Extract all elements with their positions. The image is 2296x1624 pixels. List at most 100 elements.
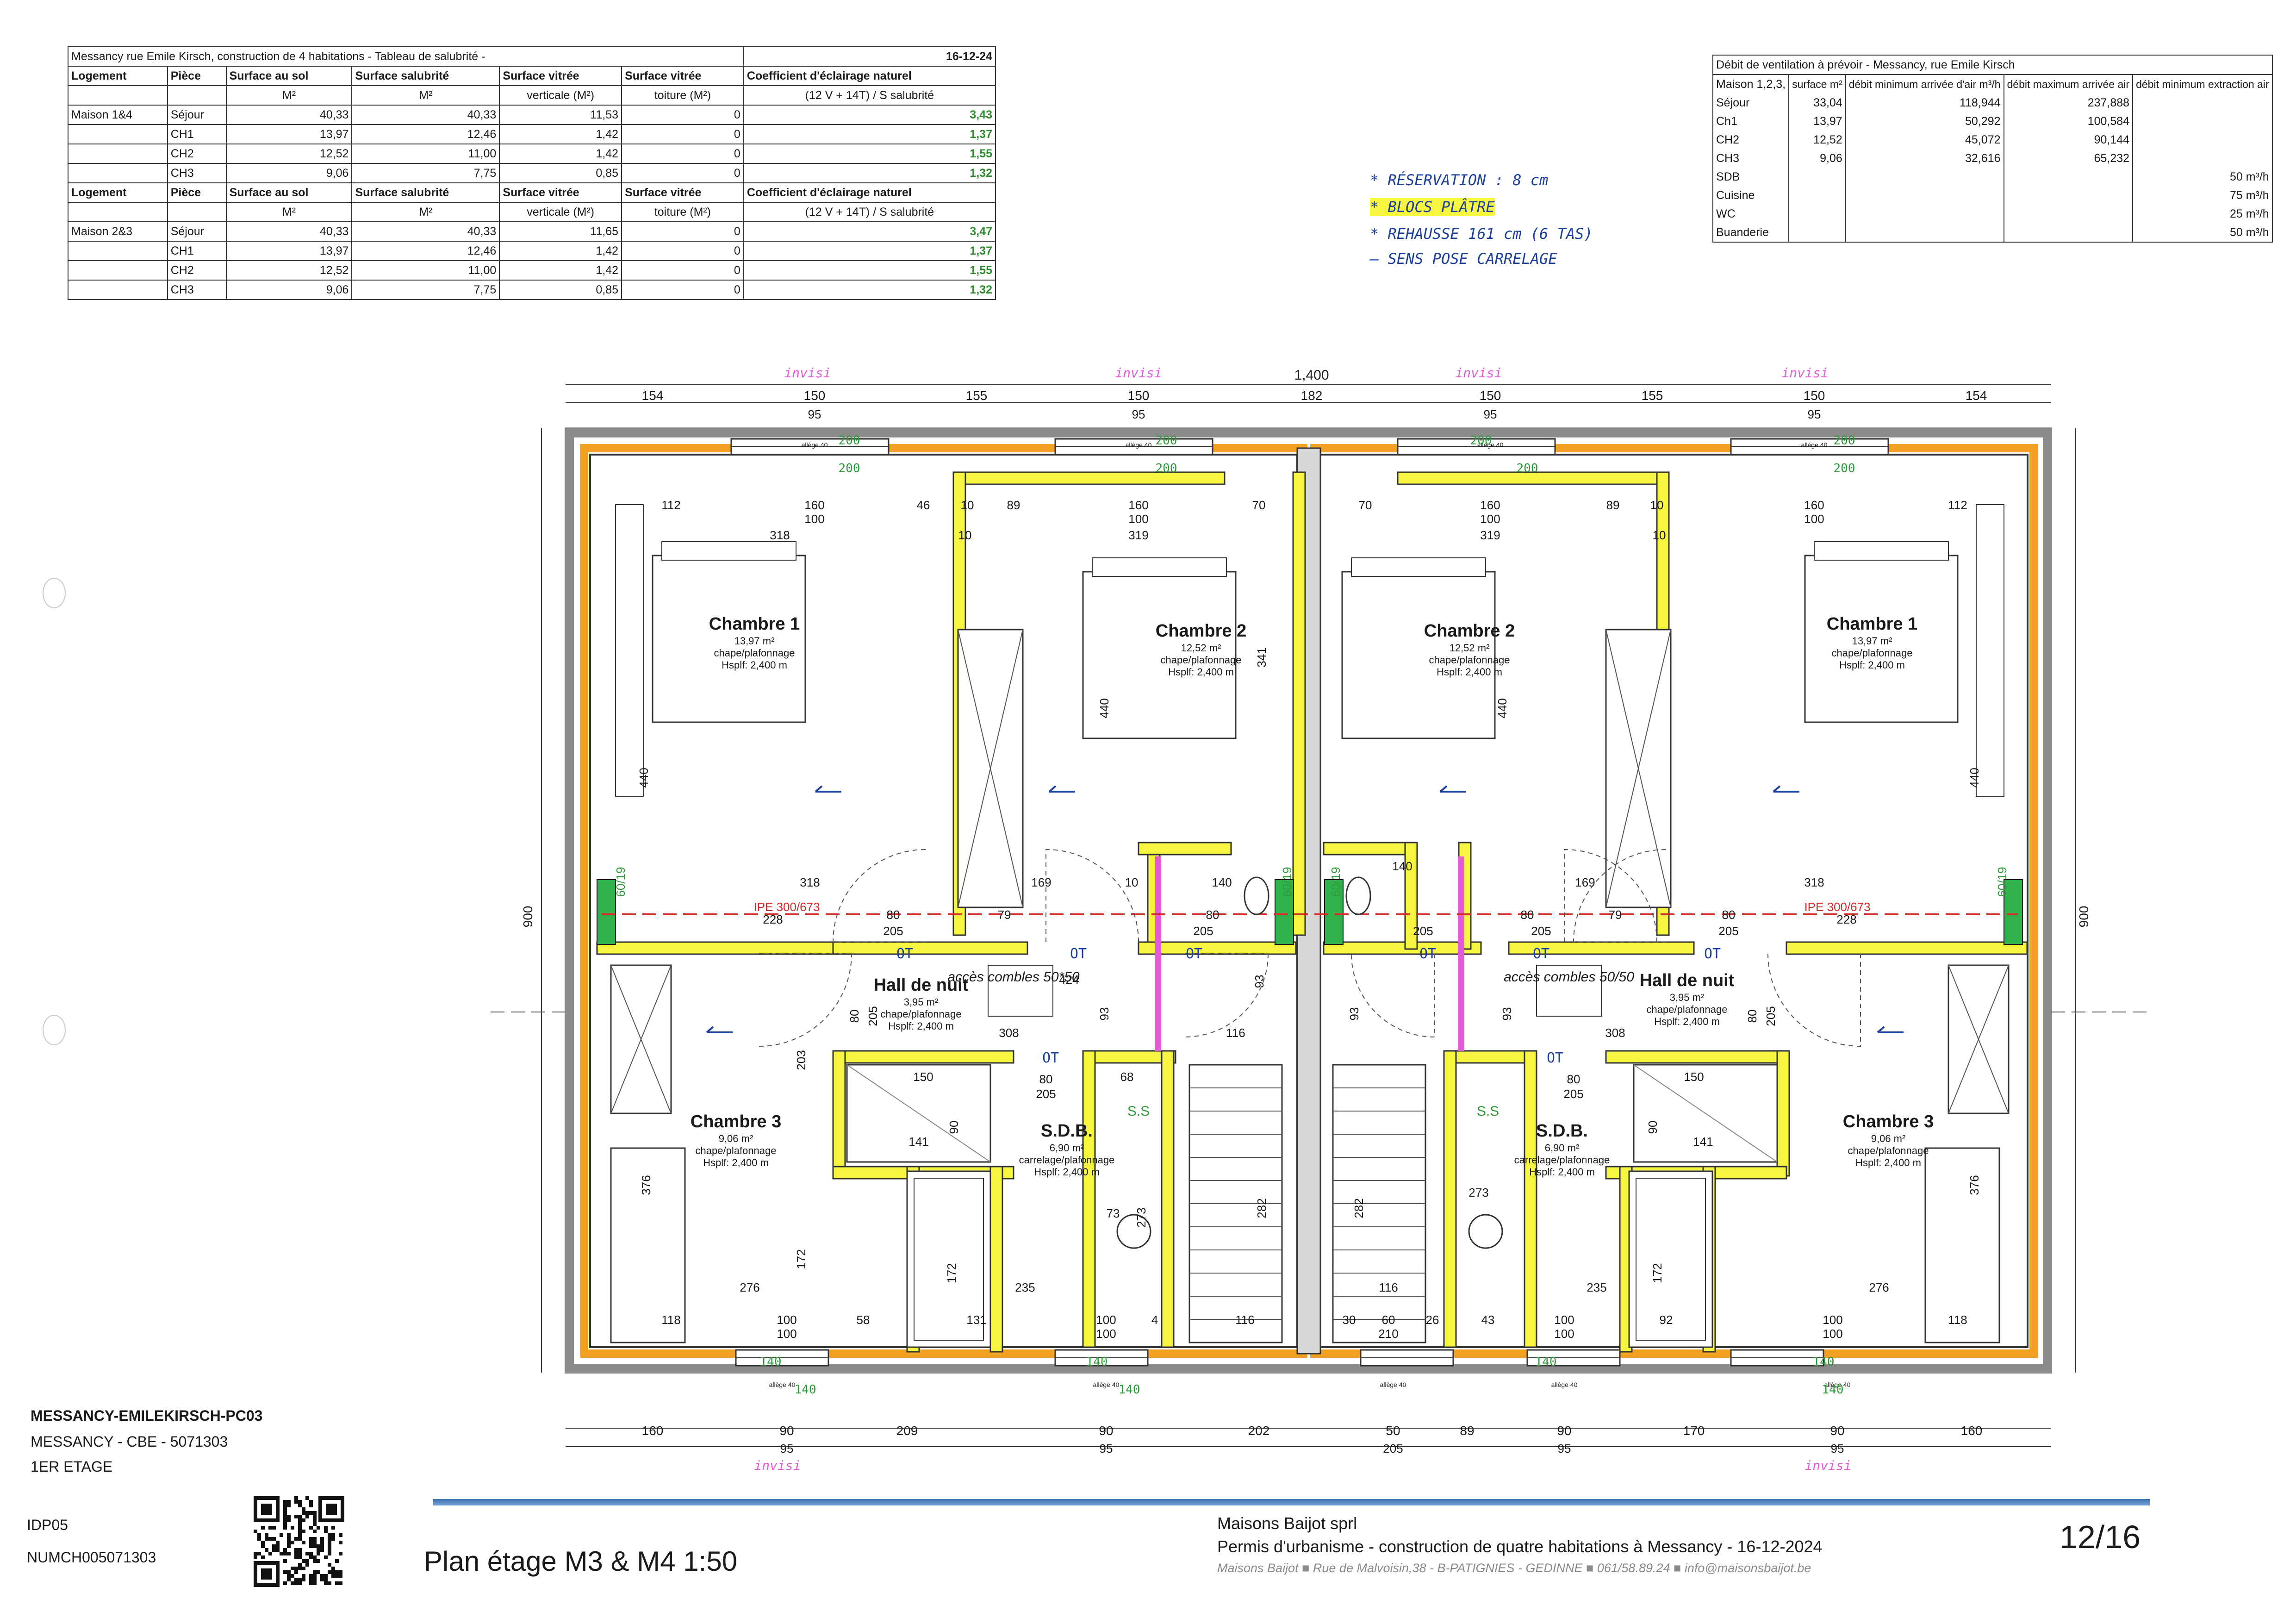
top-dimension-2: 95 (808, 407, 821, 421)
qr-module (287, 1500, 291, 1504)
table-cell (1788, 205, 1846, 223)
inner-dimension: 80 (847, 1010, 861, 1023)
inner-dimension: 205 (866, 1006, 880, 1026)
qr-module (298, 1515, 302, 1518)
table-cell (2132, 94, 2273, 112)
inner-dimension: 172 (945, 1263, 958, 1283)
allege-note: allège 40 (1551, 1381, 1578, 1388)
qr-module (298, 1530, 302, 1533)
ventilation-table: Débit de ventilation à prévoir - Messanc… (1712, 55, 2273, 243)
col-header: Pièce (167, 66, 227, 86)
qr-module (257, 1552, 261, 1555)
qr-module (272, 1544, 276, 1548)
inner-dimension: 160 (1480, 498, 1500, 512)
bottom-dimension-2: 95 (1558, 1442, 1571, 1455)
height-note: 200 (1156, 462, 1177, 475)
room-height: Hsplf: 2,400 m (1437, 666, 1502, 678)
top-dimension-2: 95 (1132, 407, 1145, 421)
door-swing (1351, 953, 1435, 1038)
table-cell: 12,52 (225, 260, 353, 281)
qr-module (317, 1544, 320, 1548)
ot-note: OT (1419, 946, 1436, 962)
overall-height: 900 (521, 906, 535, 928)
bottom-dimension: 89 (1460, 1424, 1474, 1438)
invisi-note: invisi (754, 1458, 801, 1473)
inner-dimension: 100 (804, 512, 824, 526)
qr-module (305, 1515, 309, 1518)
qr-module (294, 1581, 298, 1585)
room-finish: chape/plafonnage (881, 1008, 962, 1020)
inner-dimension: 80 (1206, 908, 1220, 922)
qr-module (320, 1574, 324, 1578)
room-height: Hsplf: 2,400 m (1839, 659, 1905, 671)
bed-pillow (1814, 541, 1949, 561)
footer-rule (433, 1499, 2150, 1505)
bottom-dimension: 90 (1557, 1424, 1571, 1438)
room-height: Hsplf: 2,400 m (722, 659, 787, 671)
qr-module (261, 1541, 265, 1544)
qr-module (339, 1541, 342, 1544)
table-cell: 0 (621, 124, 744, 144)
inner-dimension: 30 (1343, 1313, 1356, 1327)
qr-module (283, 1504, 287, 1507)
table-cell: 50,292 (1845, 112, 2004, 131)
qr-module (324, 1578, 328, 1581)
inner-dimension: 440 (1097, 698, 1111, 718)
inner-dimension: 319 (1128, 528, 1148, 542)
inner-dimension: 100 (1823, 1327, 1842, 1341)
inner-dimension: 4 (1151, 1313, 1158, 1327)
inner-dimension: 93 (1347, 1007, 1361, 1021)
inner-dimension: 118 (661, 1313, 680, 1327)
inner-dimension: 100 (1096, 1327, 1116, 1341)
qr-module (305, 1559, 309, 1563)
unit-label: M² (225, 202, 353, 222)
qr-module (326, 1504, 337, 1515)
qr-module (261, 1504, 272, 1515)
idp-code: IDP05 (27, 1517, 68, 1533)
qr-module (298, 1533, 302, 1537)
qr-module (302, 1518, 305, 1522)
room-height: Hsplf: 2,400 m (888, 1020, 954, 1032)
col-header: Pièce (167, 182, 227, 203)
pillar-center-left (1275, 879, 1294, 945)
qr-module (287, 1518, 291, 1522)
partition-wall (596, 941, 839, 955)
qr-module (283, 1500, 287, 1504)
room-area: 9,06 m² (719, 1133, 753, 1144)
bottom-dimension: 160 (642, 1424, 664, 1438)
partition-wall (1776, 1050, 1790, 1177)
qr-module (287, 1537, 291, 1541)
room-finish: chape/plafonnage (1647, 1004, 1728, 1015)
washbasin (1116, 1214, 1151, 1249)
inner-dimension: 318 (800, 875, 820, 889)
bed (1804, 555, 1959, 723)
attic-access: accès combles 50*50 (947, 969, 1079, 985)
inner-dimension: 79 (998, 908, 1011, 922)
duct-pink (1155, 856, 1161, 1051)
table-cell: 1,42 (499, 144, 622, 164)
qr-module (328, 1570, 331, 1574)
allege-note: allège 40 (1801, 441, 1828, 449)
inner-dimension: 440 (1495, 698, 1509, 718)
top-dimension: 154 (1966, 388, 1987, 403)
room-height: Hsplf: 2,400 m (1529, 1166, 1595, 1178)
qr-module (261, 1568, 272, 1580)
overall-width: 1,400 (1294, 368, 1329, 383)
unit-label: verticale (M²) (499, 202, 622, 222)
qr-module (294, 1496, 298, 1500)
top-dimension: 150 (804, 388, 826, 403)
inner-dimension: 273 (1468, 1186, 1488, 1199)
partition-wall (964, 471, 1226, 485)
allege-note: allège 40 (1093, 1381, 1120, 1388)
qr-module (317, 1548, 320, 1552)
qr-module (331, 1533, 335, 1537)
table-cell: 13,97 (1788, 112, 1846, 131)
bathtub (1628, 1170, 1713, 1348)
